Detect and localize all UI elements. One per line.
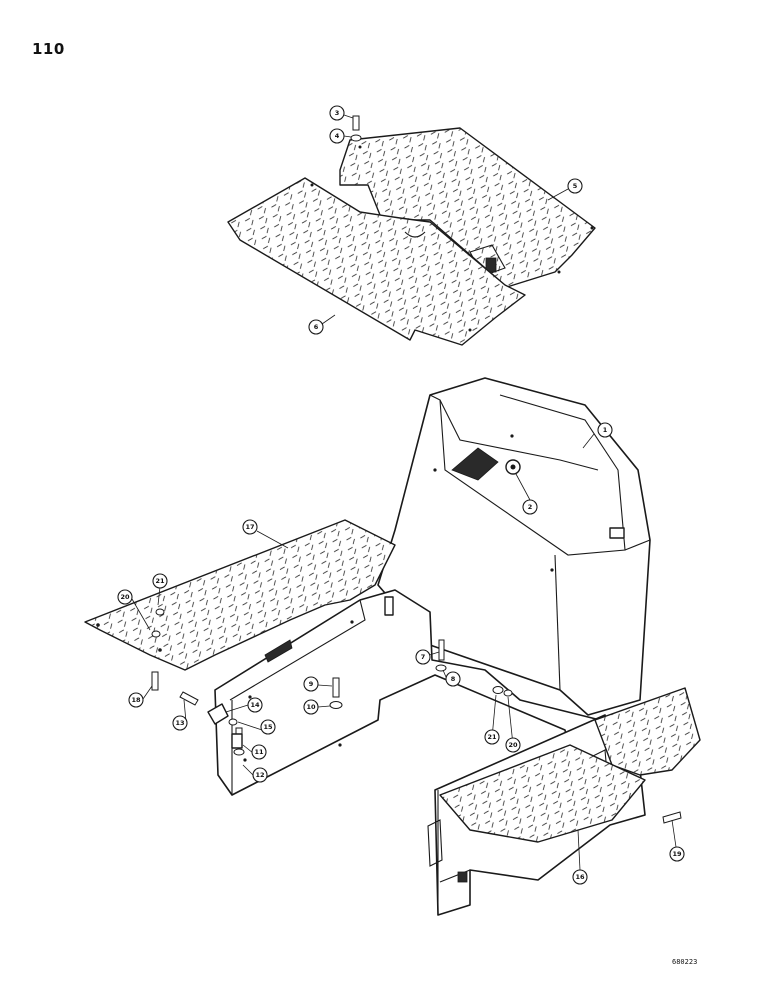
floor-plate-rear: [339, 127, 596, 288]
callout-8: 8: [445, 671, 461, 687]
callout-label: 2: [528, 503, 533, 511]
callout-label: 11: [254, 748, 264, 756]
callout-16: 16: [572, 869, 588, 885]
hardware: [151, 115, 682, 824]
callout-12: 12: [252, 767, 268, 783]
callout-label: 20: [508, 741, 518, 749]
callout-label: 1: [603, 426, 608, 434]
callout-3: 3: [329, 105, 345, 121]
callout-13: 13: [172, 715, 188, 731]
right-tread-plate-upper: [594, 687, 701, 776]
callout-label: 4: [335, 132, 340, 140]
callout-label: 12: [255, 771, 264, 779]
callout-label: 16: [575, 873, 585, 881]
leader-lines: [131, 114, 677, 871]
callout-label: 3: [335, 109, 340, 117]
callout-9: 9: [303, 676, 319, 692]
callout-5: 5: [567, 178, 583, 194]
callout-15: 15: [260, 719, 276, 735]
callout-label: 14: [250, 701, 260, 709]
callout-label: 6: [314, 323, 319, 331]
right-tread-plate-lower: [439, 744, 646, 843]
left-tread-plate: [84, 519, 396, 671]
callout-19: 19: [669, 846, 685, 862]
callout-6: 6: [308, 319, 324, 335]
callout-label: 18: [131, 696, 141, 704]
operator-frame: [377, 377, 651, 716]
callout-4: 4: [329, 128, 345, 144]
callout-label: 8: [451, 675, 456, 683]
callout-17: 17: [242, 519, 258, 535]
callout-label: 21: [487, 733, 497, 741]
callout-14: 14: [247, 697, 263, 713]
callout-label: 10: [306, 703, 316, 711]
callout-label: 15: [263, 723, 273, 731]
callout-20-left: 20: [117, 589, 133, 605]
callout-10: 10: [303, 699, 319, 715]
callout-18: 18: [128, 692, 144, 708]
callout-label: 21: [155, 577, 165, 585]
callout-label: 5: [573, 182, 578, 190]
callout-label: 20: [120, 593, 130, 601]
callout-label: 9: [309, 680, 314, 688]
callout-7: 7: [415, 649, 431, 665]
callout-1: 1: [597, 422, 613, 438]
callout-label: 7: [421, 653, 426, 661]
base-frame: [214, 589, 609, 796]
page-number: 110: [32, 40, 65, 58]
callout-2: 2: [522, 499, 538, 515]
callout-21-right: 21: [484, 729, 500, 745]
callout-20-right: 20: [505, 737, 521, 753]
callout-label: 17: [245, 523, 254, 531]
drawing-id: 680223: [672, 958, 698, 966]
floor-plate-front: [227, 177, 526, 346]
callout-11: 11: [251, 744, 267, 760]
callout-21-left: 21: [152, 573, 168, 589]
callout-label: 19: [672, 850, 682, 858]
callout-label: 13: [175, 719, 184, 727]
